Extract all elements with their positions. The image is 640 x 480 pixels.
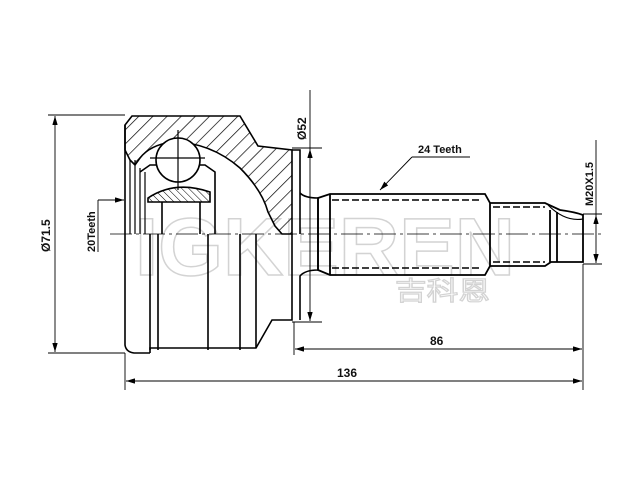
inner-spline-label: 20Teeth xyxy=(86,211,98,252)
dimension-stub-length xyxy=(293,264,584,390)
watermark-latin: IGKEREN xyxy=(135,202,515,293)
stub-length-label: 86 xyxy=(430,334,444,348)
outer-spline-label: 24 Teeth xyxy=(418,144,462,156)
dimension-overall-length xyxy=(124,353,582,390)
bell-housing xyxy=(124,115,319,354)
overall-length-label: 136 xyxy=(337,366,357,380)
dimension-seal-diameter xyxy=(292,90,322,323)
dimension-inner-spline xyxy=(97,197,124,252)
thread-label: M20X1.5 xyxy=(584,162,596,206)
watermark-chinese: 吉科恩 xyxy=(395,277,490,307)
outer-diameter-label: Ø71.5 xyxy=(39,219,53,252)
dimension-outer-spline xyxy=(379,156,470,191)
dimension-outer-diameter xyxy=(48,114,125,354)
dimension-thread xyxy=(583,140,602,265)
stub-shaft xyxy=(317,193,584,276)
watermark: IGKEREN 吉科恩 xyxy=(134,201,516,307)
seal-diameter-label: Ø52 xyxy=(295,117,309,140)
